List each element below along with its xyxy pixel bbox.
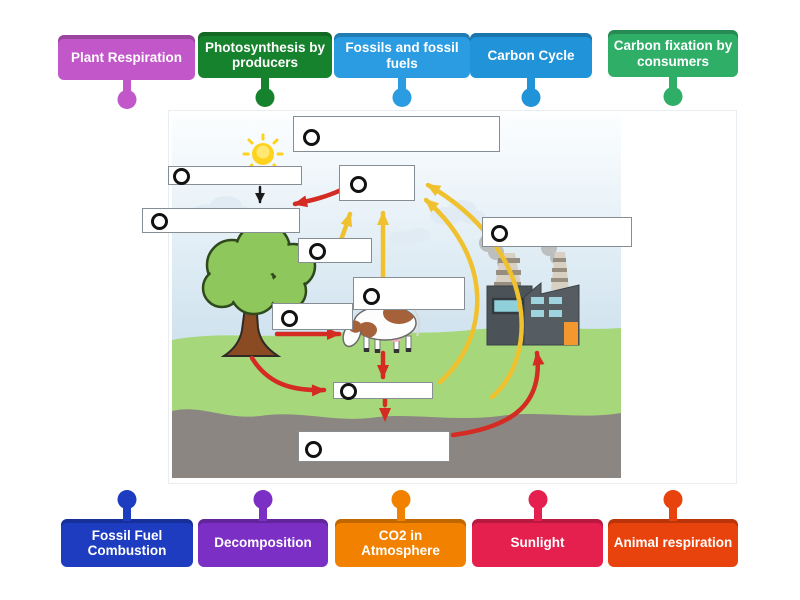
drop-zone-tree-lower[interactable] (272, 303, 353, 330)
tag-animal-respiration[interactable]: Animal respiration (608, 490, 738, 567)
factory-icon (479, 224, 580, 346)
tag-plant-respiration[interactable]: Plant Respiration (58, 35, 195, 109)
answer-spot-icon (281, 310, 298, 327)
tag-stem (123, 504, 131, 521)
tag-pin-icon (521, 88, 541, 107)
tree-icon (201, 221, 317, 357)
red-arrow-to-plants (292, 187, 344, 208)
tag-pin-icon (663, 490, 683, 509)
tag-label: Animal respiration (613, 535, 733, 551)
tag-pin-icon (391, 490, 410, 509)
tag-stem (533, 504, 542, 521)
tag-label: Fossil Fuel Combustion (87, 527, 167, 558)
tag-stem (669, 504, 677, 521)
drop-zone-canopy[interactable] (298, 238, 372, 263)
tag-carbon-fixation-by-consumers[interactable]: Carbon fixation by consumers (608, 30, 738, 106)
tag-fossils-and-fossil-fuels[interactable]: Fossils and fossil fuels (334, 33, 470, 107)
tag-stem (527, 76, 535, 93)
answer-spot-icon (309, 243, 326, 260)
tag-label: Carbon fixation by consumers (613, 38, 733, 69)
answer-spot-icon (491, 225, 508, 242)
red-arrow-underground-to-factory (450, 350, 545, 438)
answer-spot-icon (363, 288, 380, 305)
drop-zone-top[interactable] (293, 116, 500, 152)
tag-stem (122, 78, 131, 95)
tag-label: Sunlight (510, 535, 565, 551)
tag-pin-icon (392, 88, 412, 107)
tag-fossil-fuel-combustion[interactable]: Fossil Fuel Combustion (61, 490, 193, 567)
answer-spot-icon (303, 129, 320, 146)
tag-pin-icon (528, 490, 547, 509)
drop-zone-factory[interactable] (482, 217, 632, 247)
tag-label: Decomposition (214, 535, 312, 551)
tag-sunlight[interactable]: Sunlight (472, 490, 603, 567)
drop-zone-cow[interactable] (353, 277, 465, 310)
tag-decomposition[interactable]: Decomposition (198, 490, 328, 567)
tag-pin-icon (253, 490, 273, 509)
drop-zone-underground[interactable] (298, 431, 450, 462)
drop-zone-soil[interactable] (333, 382, 433, 400)
tag-pin-icon (117, 90, 136, 109)
drop-zone-atmosphere[interactable] (339, 165, 415, 201)
answer-spot-icon (173, 168, 190, 185)
tag-stem (669, 75, 677, 92)
red-arrow-tree-to-soil (249, 355, 327, 397)
tag-pin-icon (255, 88, 275, 107)
tag-co2-in-atmosphere[interactable]: CO2 in Atmosphere (335, 490, 466, 567)
tag-stem (398, 76, 406, 93)
answer-spot-icon (350, 176, 367, 193)
yellow-arc-factory-to-atmosphere (425, 182, 524, 400)
answer-spot-icon (340, 383, 357, 400)
yellow-arc-soil-to-atmosphere (423, 197, 480, 385)
tag-carbon-cycle[interactable]: Carbon Cycle (470, 33, 592, 107)
tag-label: Carbon Cycle (487, 47, 575, 63)
tag-pin-icon (117, 490, 137, 509)
tag-label: Fossils and fossil fuels (345, 40, 459, 71)
tag-stem (261, 76, 269, 93)
answer-spot-icon (151, 213, 168, 230)
answer-spot-icon (305, 441, 322, 458)
tag-photosynthesis-by-producers[interactable]: Photosynthesis by producers (198, 32, 332, 107)
drop-zone-sun[interactable] (168, 166, 302, 185)
drop-zone-tree-upper[interactable] (142, 208, 300, 233)
tag-stem (396, 504, 405, 521)
tag-label: CO2 in Atmosphere (361, 527, 440, 558)
tag-pin-icon (663, 87, 683, 106)
tag-stem (259, 504, 267, 521)
flow-arrows (249, 182, 545, 438)
tag-label: Photosynthesis by producers (204, 39, 326, 70)
tag-label: Plant Respiration (70, 49, 183, 65)
